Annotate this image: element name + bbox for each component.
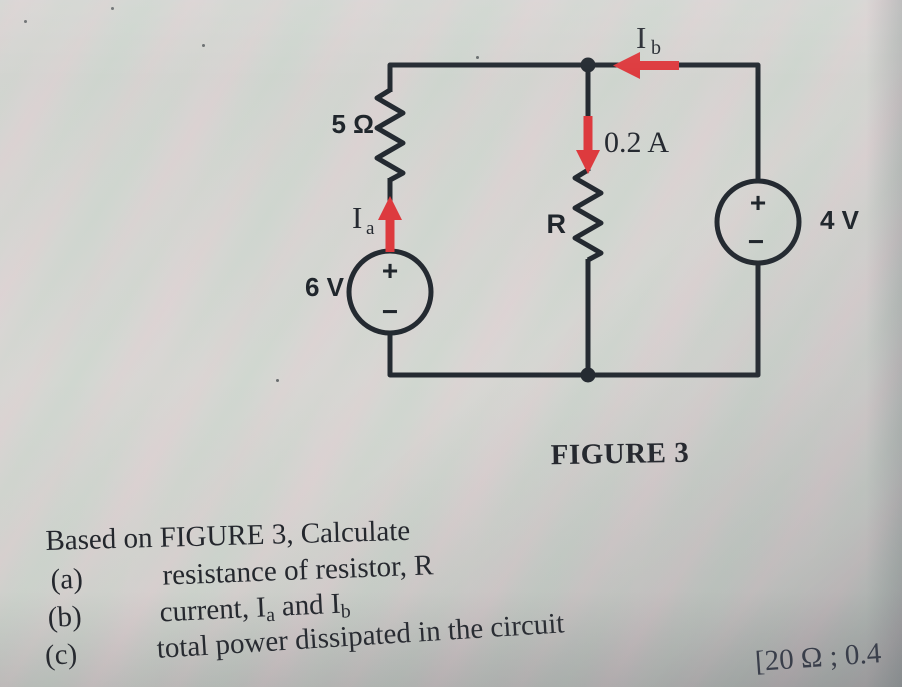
source-6v-label: 6 V — [305, 272, 345, 302]
item-b-label: (b) — [47, 600, 83, 634]
svg-text:I: I — [352, 200, 362, 235]
item-c-label: (c) — [44, 637, 79, 672]
plus-sign-6v: + — [382, 255, 398, 286]
node-dot-bottom — [580, 367, 596, 383]
wire-bottom-and-left — [387, 262, 761, 378]
voltage-source-4v-symbol — [714, 178, 802, 266]
current-ib-label: I b — [636, 20, 661, 59]
minus-sign-4v: − — [748, 226, 764, 257]
svg-text:I: I — [636, 20, 646, 55]
dust-speck — [111, 7, 114, 10]
dust-speck — [202, 44, 205, 47]
source-4v-label: 4 V — [820, 205, 860, 235]
item-a-label: (a) — [50, 562, 84, 596]
resistor-5ohm-symbol — [374, 87, 406, 183]
wire-top-and-right — [387, 62, 761, 182]
svg-text:b: b — [651, 37, 661, 59]
figure-caption: FIGURE 3 — [550, 436, 690, 472]
resistor-R-symbol — [572, 167, 604, 263]
mid-current-arrow — [576, 116, 600, 174]
dust-speck — [276, 379, 279, 382]
dust-speck — [24, 20, 27, 23]
resistor-5ohm-label: 5 Ω — [331, 109, 374, 139]
svg-text:a: a — [366, 218, 375, 239]
item-a-text: resistance of resistor, R — [161, 549, 434, 592]
node-dot-top — [580, 57, 596, 73]
minus-sign-6v: − — [382, 296, 398, 327]
current-ib-arrow — [613, 52, 679, 79]
circuit-diagram: + − + − 5 Ω 6 V R 4 V 0.2 A I b I a — [305, 20, 860, 383]
resistor-R-label: R — [547, 209, 567, 239]
plus-sign-4v: + — [750, 187, 766, 218]
question-item-a: (a) resistance of resistor, R — [50, 549, 434, 597]
dust-speck — [476, 56, 479, 59]
current-ia-arrow — [378, 196, 402, 252]
current-ia-label: I a — [352, 200, 375, 239]
answer-hint: [20 Ω ; 0.4 — [754, 637, 883, 678]
mid-current-label: 0.2 A — [604, 126, 669, 159]
